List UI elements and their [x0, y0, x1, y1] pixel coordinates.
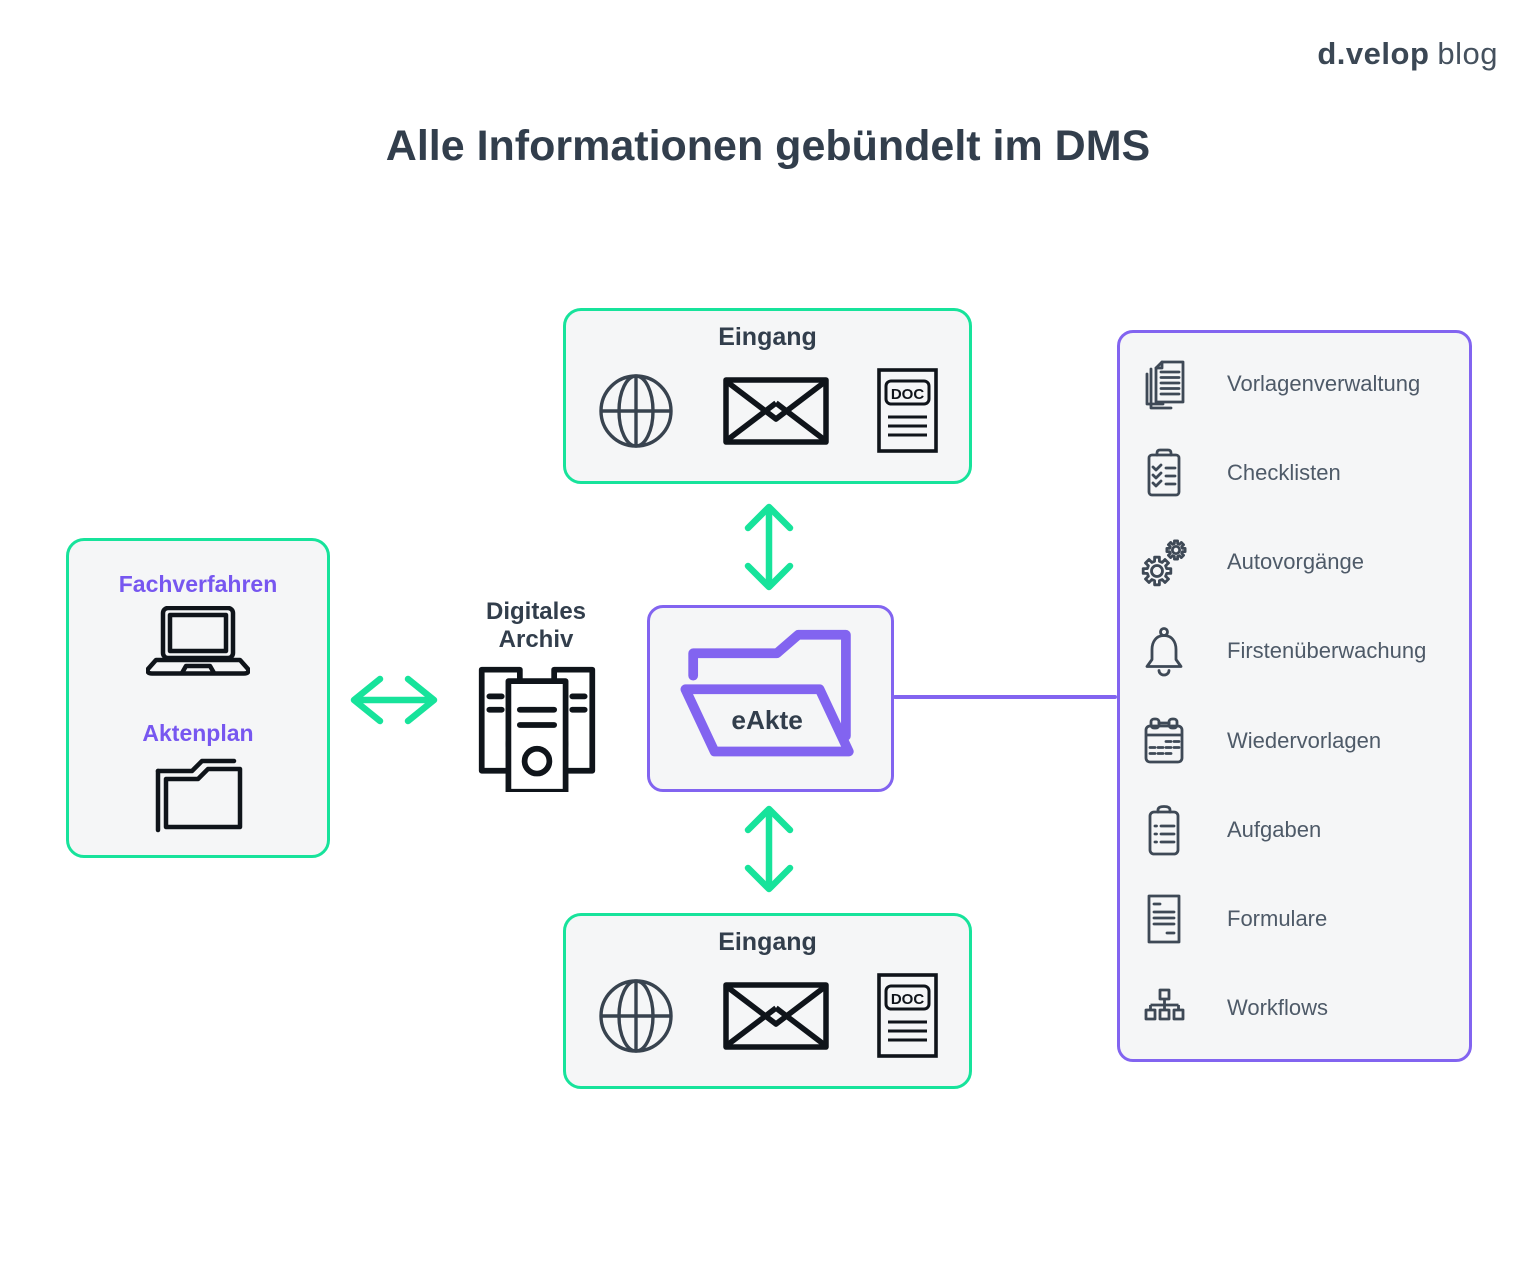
dms-features-panel: Vorlagenverwaltung Checklisten	[1117, 330, 1472, 1062]
double-arrow-vertical-bottom	[744, 802, 794, 896]
feature-label: Vorlagenverwaltung	[1227, 371, 1421, 396]
tasks-clipboard-icon	[1137, 804, 1191, 856]
logo-suffix: blog	[1437, 36, 1498, 71]
feature-label: Firstenüberwachung	[1227, 638, 1427, 664]
logo-brand: d.velop	[1317, 36, 1430, 71]
feature-row-wiedervorlagen: Wiedervorlagen	[1120, 715, 1469, 767]
archive-binders-icon	[476, 656, 598, 792]
feature-label: Autovorgänge	[1227, 549, 1364, 575]
digital-archive-label-line1: Digitales	[485, 598, 587, 625]
digital-archive-label: Digitales Archiv	[452, 598, 620, 655]
eakte-features-connector-line	[893, 695, 1117, 699]
feature-row-aufgaben: Aufgaben	[1120, 804, 1469, 856]
inbox-bottom-title: Eingang	[718, 928, 817, 956]
feature-label: Workflows	[1227, 994, 1329, 1020]
bell-icon	[1137, 625, 1191, 677]
folder-icon	[152, 755, 244, 833]
left-systems-panel: Fachverfahren Aktenplan	[66, 538, 330, 858]
aktenplan-label: Aktenplan	[142, 720, 254, 746]
envelope-icon	[723, 981, 829, 1050]
feature-row-firstenueberwachung: Firstenüberwachung	[1120, 625, 1469, 677]
envelope-icon	[723, 376, 829, 445]
feature-label: Wiedervorlagen	[1227, 727, 1382, 753]
feature-label: Formulare	[1227, 905, 1328, 931]
eakte-folder-icon: eAkte	[680, 629, 854, 756]
doc-label: DOC	[891, 386, 925, 403]
inbox-bottom-panel: Eingang DOC	[563, 913, 972, 1089]
feature-row-formulare: Formulare	[1120, 893, 1469, 945]
doc-document-icon: DOC	[877, 368, 938, 453]
documents-stack-icon	[1137, 358, 1191, 410]
globe-icon	[597, 977, 675, 1055]
org-chart-icon	[1137, 982, 1191, 1034]
laptop-icon	[146, 606, 250, 678]
inbox-top-icons: DOC	[566, 368, 969, 453]
gears-icon	[1137, 536, 1191, 588]
fachverfahren-label: Fachverfahren	[118, 571, 278, 597]
feature-label: Aufgaben	[1227, 816, 1322, 842]
doc-label: DOC	[891, 991, 925, 1008]
feature-label: Checklisten	[1227, 460, 1341, 486]
feature-row-vorlagenverwaltung: Vorlagenverwaltung	[1120, 358, 1469, 410]
eakte-panel: eAkte	[647, 605, 894, 792]
feature-row-workflows: Workflows	[1120, 982, 1469, 1034]
double-arrow-horizontal	[346, 672, 442, 728]
double-arrow-vertical-top	[744, 500, 794, 594]
digital-archive-label-line2: Archiv	[498, 626, 574, 654]
inbox-top-panel: Eingang DOC	[563, 308, 972, 484]
page-title: Alle Informationen gebündelt im DMS	[385, 122, 1151, 170]
eakte-label: eAkte	[731, 705, 803, 735]
feature-row-autovorgaenge: Autovorgänge	[1120, 536, 1469, 588]
feature-row-checklisten: Checklisten	[1120, 447, 1469, 499]
globe-icon	[597, 372, 675, 450]
inbox-top-title: Eingang	[718, 323, 817, 351]
form-document-icon	[1137, 893, 1191, 945]
inbox-bottom-icons: DOC	[566, 973, 969, 1058]
checklist-clipboard-icon	[1137, 447, 1191, 499]
doc-document-icon: DOC	[877, 973, 938, 1058]
calendar-icon	[1137, 715, 1191, 767]
